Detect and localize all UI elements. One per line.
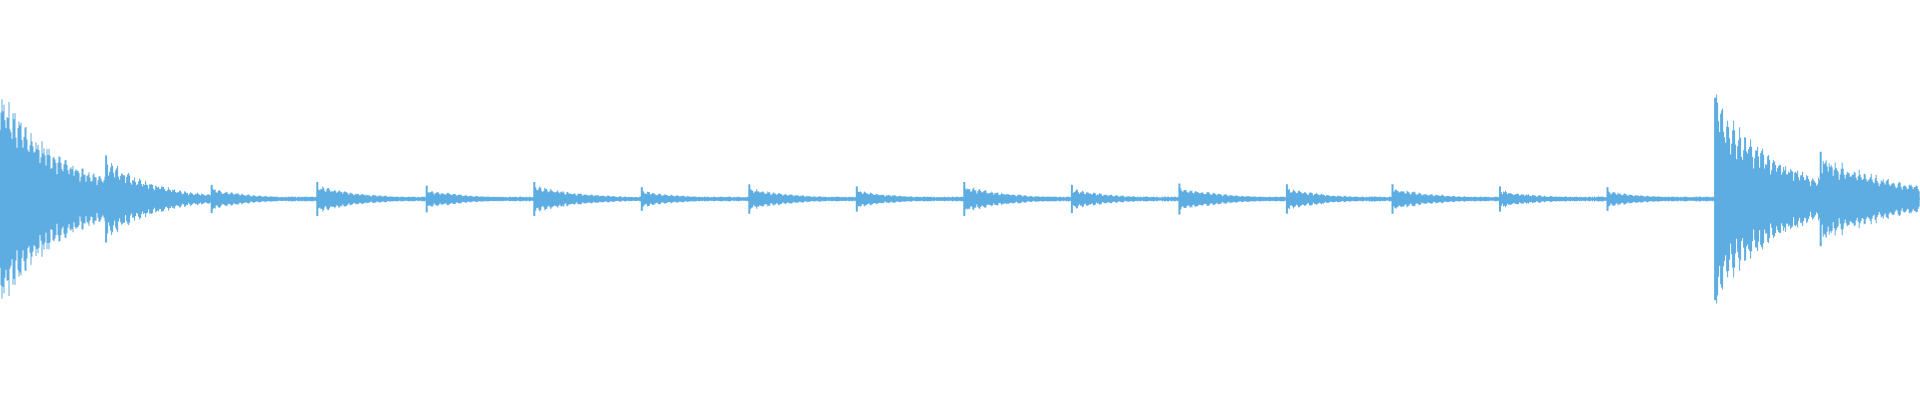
waveform-trace (0, 94, 1920, 304)
